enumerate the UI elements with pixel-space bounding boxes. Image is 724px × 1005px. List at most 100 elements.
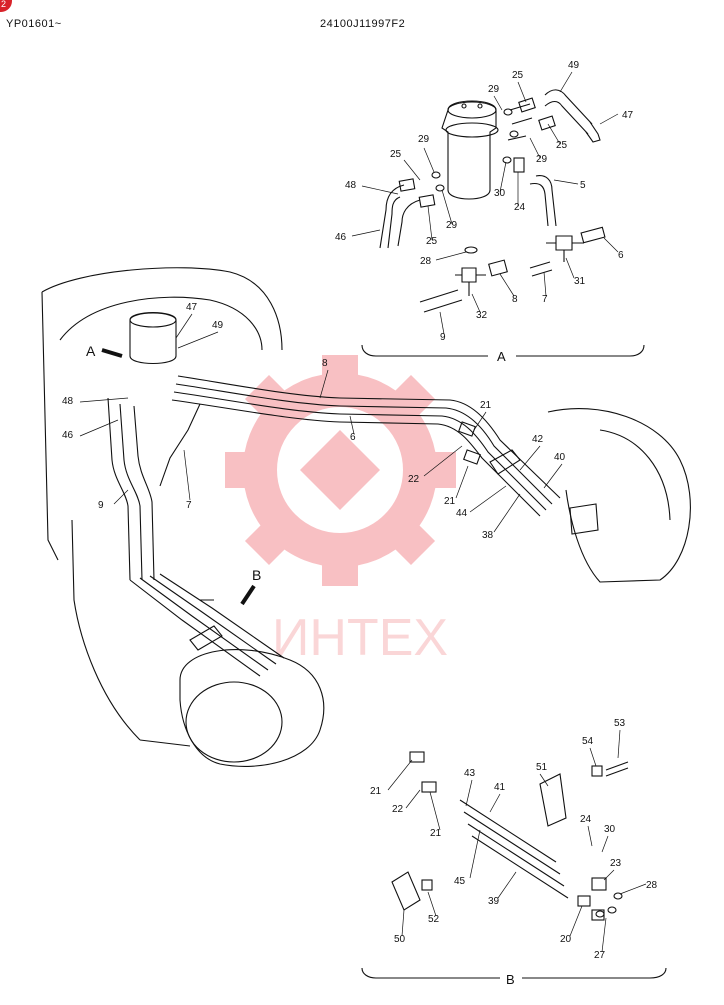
swivel-joint-flange (445, 122, 499, 138)
left-frame-edge (41, 291, 59, 561)
section-b-bracket (361, 967, 667, 979)
callout-leader (175, 313, 193, 339)
center-swivel (129, 312, 177, 364)
callout-leader (589, 747, 597, 767)
tee-32 (455, 267, 486, 296)
part-callout-24: 24 (580, 814, 592, 825)
callout-leader (519, 445, 541, 471)
callout-leader (79, 397, 129, 403)
part-callout-29: 29 (488, 84, 500, 95)
part-callout-38: 38 (482, 530, 494, 541)
part-callout-53: 53 (614, 718, 626, 729)
part-callout-9: 9 (440, 332, 446, 343)
part-callout-32: 32 (476, 310, 488, 321)
watermark-center-mark (300, 430, 380, 510)
callout-leader (601, 917, 607, 953)
o-ring-28-b (613, 892, 623, 900)
callout-leader (493, 95, 503, 111)
fitting-8 (488, 259, 508, 277)
part-callout-41: 41 (494, 782, 506, 793)
fitting-20-a (577, 895, 591, 907)
left-motor-housing (185, 681, 283, 763)
part-callout-7: 7 (542, 294, 548, 305)
turntable-outline (59, 296, 263, 351)
arrow-a-label: A (86, 343, 96, 359)
callout-leader (387, 759, 413, 791)
watermark-gear-logo (225, 355, 456, 586)
part-callout-29: 29 (446, 220, 458, 231)
callout-leader (319, 369, 329, 399)
hose-48 (379, 184, 405, 249)
callout-leader (405, 789, 421, 809)
corner-badge-text: 2 (1, 0, 7, 9)
callout-leader (603, 237, 619, 253)
swivel-bolt-a (461, 103, 467, 109)
part-callout-25: 25 (512, 70, 524, 81)
hose-bundle-right-2 (175, 383, 553, 505)
part-callout-21: 21 (480, 400, 492, 411)
center-swivel-top (129, 312, 177, 328)
part-callout-25: 25 (426, 236, 438, 247)
callout-leader (601, 835, 609, 853)
left-frame-lower (71, 519, 141, 741)
watermark-gear-teeth (225, 355, 456, 586)
tee-31 (546, 235, 584, 262)
hose-bundle-right-1 (177, 375, 561, 499)
part-callout-49: 49 (568, 60, 580, 71)
arrow-b-shaft (240, 584, 256, 606)
callout-leader (547, 123, 561, 145)
callout-leader (113, 489, 129, 505)
fitting-25-left-top (398, 178, 416, 192)
callout-leader (489, 793, 501, 813)
fitting-21-upper (458, 421, 476, 437)
hose-bundle-right-4 (171, 399, 541, 517)
part-callout-54: 54 (582, 736, 594, 747)
fitting-6 (580, 226, 606, 244)
hose-bundle-left-3 (149, 575, 277, 665)
callout-leader (499, 161, 507, 193)
o-ring-29-b (435, 184, 445, 192)
frame-lower-edge (139, 599, 214, 747)
callout-leader (423, 445, 463, 477)
bracket-50 (391, 871, 421, 911)
callout-leader (603, 869, 615, 881)
part-callout-43: 43 (464, 768, 476, 779)
callout-leader (427, 891, 437, 917)
part-callout-21: 21 (430, 828, 442, 839)
model-range-label: YP01601~ (6, 18, 62, 30)
part-callout-52: 52 (428, 914, 440, 925)
part-callout-46: 46 (335, 232, 347, 243)
pipe-9 (107, 397, 131, 581)
fitting-24 (513, 157, 525, 173)
part-callout-6: 6 (618, 250, 624, 261)
part-callout-28: 28 (420, 256, 432, 267)
bracket-38 (489, 449, 521, 475)
part-callout-21: 21 (444, 496, 456, 507)
o-ring-29-d (509, 130, 519, 138)
part-callout-49: 49 (212, 320, 224, 331)
part-callout-8: 8 (322, 358, 328, 369)
bolt-53 (605, 761, 629, 777)
o-ring-29-a (431, 171, 441, 179)
fitting-23 (591, 877, 607, 891)
part-callout-28: 28 (646, 880, 658, 891)
callout-leader (553, 179, 579, 185)
part-callout-22: 22 (392, 804, 404, 815)
o-ring-28 (464, 246, 478, 254)
pipe-46 (119, 403, 143, 581)
fitting-21-b-top (409, 751, 425, 763)
part-callout-44: 44 (456, 508, 468, 519)
part-callout-29: 29 (536, 154, 548, 165)
callout-leader (439, 311, 445, 335)
hose-5 (529, 175, 557, 227)
part-callout-23: 23 (610, 858, 622, 869)
fitting-25-mid (538, 115, 556, 131)
part-callout-27: 27 (594, 950, 606, 961)
part-callout-46: 46 (62, 430, 74, 441)
callout-leader (569, 905, 583, 937)
callout-leader (587, 825, 593, 847)
callout-leader (441, 189, 453, 225)
part-callout-22: 22 (408, 474, 420, 485)
